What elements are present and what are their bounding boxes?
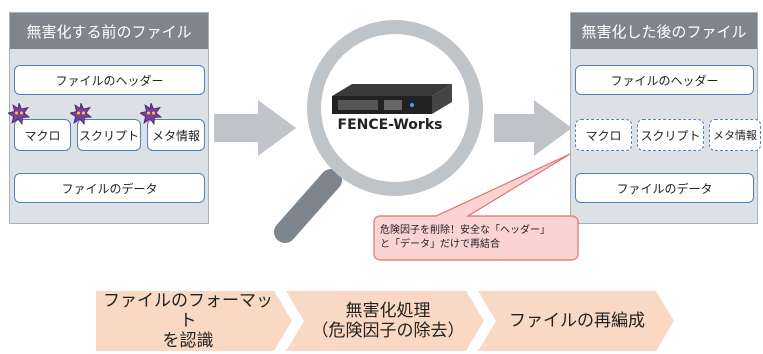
before-header-box: ファイルのヘッダー xyxy=(14,65,205,95)
before-script-box: スクリプト xyxy=(77,119,141,151)
step-2: 無害化処理 （危険因子の除去） xyxy=(300,291,476,351)
after-data-box: ファイルのデータ xyxy=(575,173,754,203)
product-label: FENCE-Works xyxy=(337,117,443,133)
after-macro-box: マクロ xyxy=(575,119,632,151)
step-3: ファイルの再編成 xyxy=(492,291,662,351)
after-script-box: スクリプト xyxy=(637,119,704,151)
callout-line-1: 危険因子を削除！安全な「ヘッダー」 xyxy=(380,225,550,236)
before-panel-title: 無害化する前のファイル xyxy=(10,13,208,49)
after-panel-title: 無害化した後のファイル xyxy=(571,13,757,49)
callout-line-2: と「データ」だけで再結合 xyxy=(380,239,500,250)
step-2-line-2: （危険因子の除去） xyxy=(311,321,465,341)
step-1-line-1: ファイルのフォーマット xyxy=(103,291,273,331)
callout-bubble xyxy=(373,153,579,261)
virus-icon-script xyxy=(70,103,92,125)
step-3-line-1: ファイルの再編成 xyxy=(509,311,645,331)
before-data-box: ファイルのデータ xyxy=(14,173,205,203)
after-metadata-box: メタ情報 xyxy=(709,119,761,151)
step-1: ファイルのフォーマット を認識 xyxy=(100,291,276,351)
process-chevrons xyxy=(96,291,674,351)
virus-icon-metadata xyxy=(140,103,162,125)
arrow-right-icon xyxy=(214,100,296,156)
after-header-box: ファイルのヘッダー xyxy=(575,65,754,95)
server-icon xyxy=(332,84,452,114)
callout-text: 危険因子を削除！安全な「ヘッダー」 と「データ」だけで再結合 xyxy=(380,224,570,252)
step-1-line-2: を認識 xyxy=(162,331,214,351)
after-panel: 無害化した後のファイル ファイルのヘッダー マクロ スクリプト メタ情報 ファイ… xyxy=(570,12,761,224)
before-panel: 無害化する前のファイル ファイルのヘッダー マクロ スクリプト メタ情報 ファイ… xyxy=(9,12,209,224)
arrow-right-icon xyxy=(494,100,572,156)
before-macro-box: マクロ xyxy=(14,119,71,151)
before-metadata-box: メタ情報 xyxy=(147,119,205,151)
virus-icon-macro xyxy=(8,103,30,125)
step-2-line-1: 無害化処理 xyxy=(345,301,431,321)
